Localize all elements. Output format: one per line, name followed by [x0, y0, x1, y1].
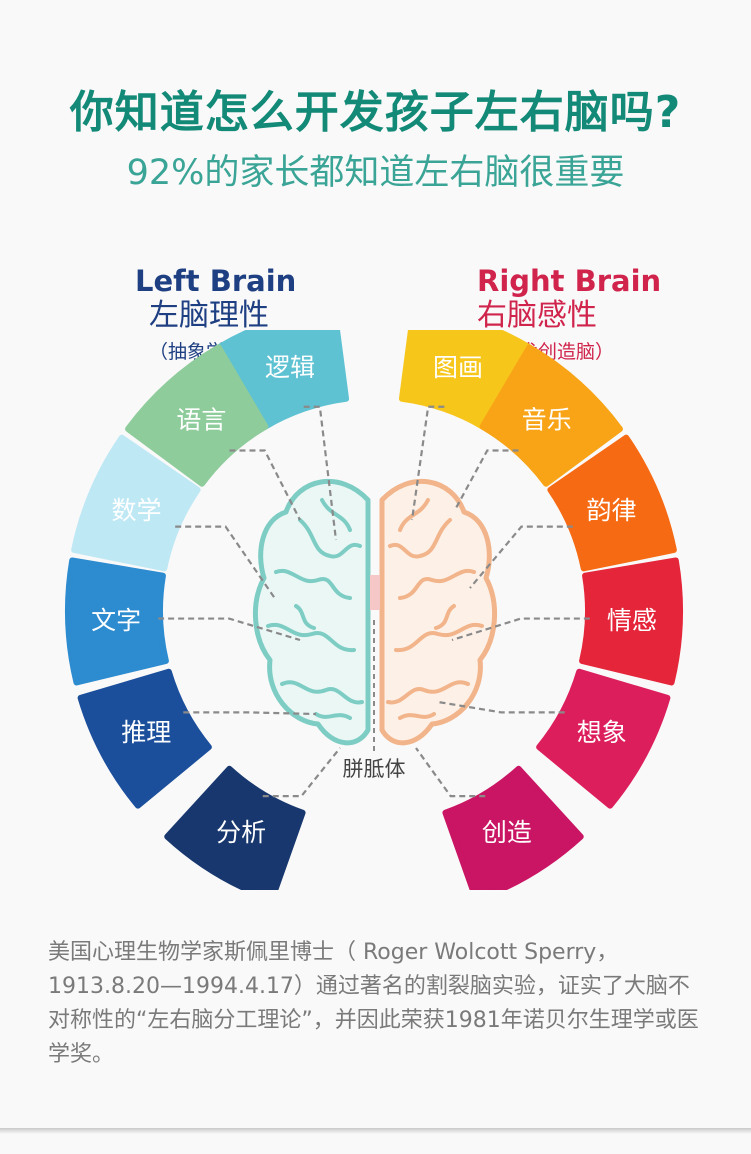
- bottom-divider: [0, 1128, 751, 1134]
- caption-text: 美国心理生物学家斯佩里博士（ Roger Wolcott Sperry，1913…: [48, 940, 699, 1067]
- right-segment-label: 想象: [577, 718, 627, 747]
- left-segment-0: [215, 330, 350, 430]
- left-connector: [303, 405, 338, 541]
- left-connector: [229, 449, 301, 521]
- right-connector: [410, 405, 445, 521]
- right-brain-chinese: 右脑感性: [477, 298, 597, 333]
- right-segment-label: 图画: [433, 353, 483, 382]
- right-segment-5: [442, 765, 584, 890]
- left-segment-label: 逻辑: [265, 353, 315, 382]
- right-segment-label: 创造: [482, 818, 532, 847]
- left-connector: [175, 525, 277, 601]
- right-segment-3: [579, 557, 683, 686]
- right-connector: [437, 700, 565, 714]
- right-connector: [469, 525, 573, 589]
- right-connector: [455, 449, 519, 509]
- left-hemisphere: [252, 479, 371, 746]
- right-brain-fold: [386, 680, 470, 705]
- left-segment-label: 语言: [176, 405, 226, 434]
- corpus-callosum: [370, 575, 380, 610]
- corpus-callosum-label: 胼胝体: [343, 757, 406, 781]
- right-connector: [451, 617, 590, 642]
- right-brain-english: Right Brain: [477, 264, 662, 298]
- left-brain-fold: [266, 622, 356, 653]
- left-connector: [158, 617, 301, 642]
- right-segment-label: 韵律: [586, 496, 636, 525]
- connector-lines: [158, 405, 590, 798]
- left-brain-fold: [280, 680, 364, 705]
- left-segment-2: [71, 434, 201, 572]
- left-segment-label: 分析: [216, 818, 266, 847]
- right-connector: [415, 747, 486, 798]
- right-segment-2: [547, 434, 677, 572]
- left-segment-label: 数学: [112, 496, 162, 525]
- right-brain-fold: [398, 568, 476, 600]
- right-brain-fold: [394, 622, 484, 653]
- left-brain-fold: [320, 498, 352, 532]
- page-title: 你知道怎么开发孩子左右脑吗?: [69, 87, 682, 138]
- right-segment-label: 情感: [607, 606, 657, 635]
- left-segment-4: [77, 668, 212, 809]
- left-segment-label: 推理: [121, 718, 171, 747]
- left-connector: [183, 711, 317, 716]
- left-brain-chinese: 左脑理性: [149, 298, 269, 333]
- wheel-segments: [65, 330, 683, 890]
- right-hemisphere: [379, 479, 498, 746]
- right-segment-4: [536, 668, 671, 809]
- right-brain-fold: [388, 518, 452, 559]
- left-brain-english: Left Brain: [135, 264, 297, 298]
- right-segment-label: 音乐: [522, 405, 572, 434]
- left-segment-label: 文字: [91, 606, 141, 635]
- brain-illustration: [252, 479, 498, 746]
- left-segment-5: [164, 765, 306, 890]
- left-brain-fold: [274, 568, 352, 600]
- left-brain-fold: [298, 518, 362, 559]
- right-brain-fold: [434, 604, 456, 630]
- left-segment-3: [65, 557, 169, 686]
- left-brain-fold: [314, 712, 352, 720]
- left-brain-fold: [294, 604, 316, 630]
- left-connector: [262, 747, 341, 798]
- page-subtitle: 92%的家长都知道左右脑很重要: [126, 153, 625, 193]
- right-brain-fold: [398, 712, 436, 720]
